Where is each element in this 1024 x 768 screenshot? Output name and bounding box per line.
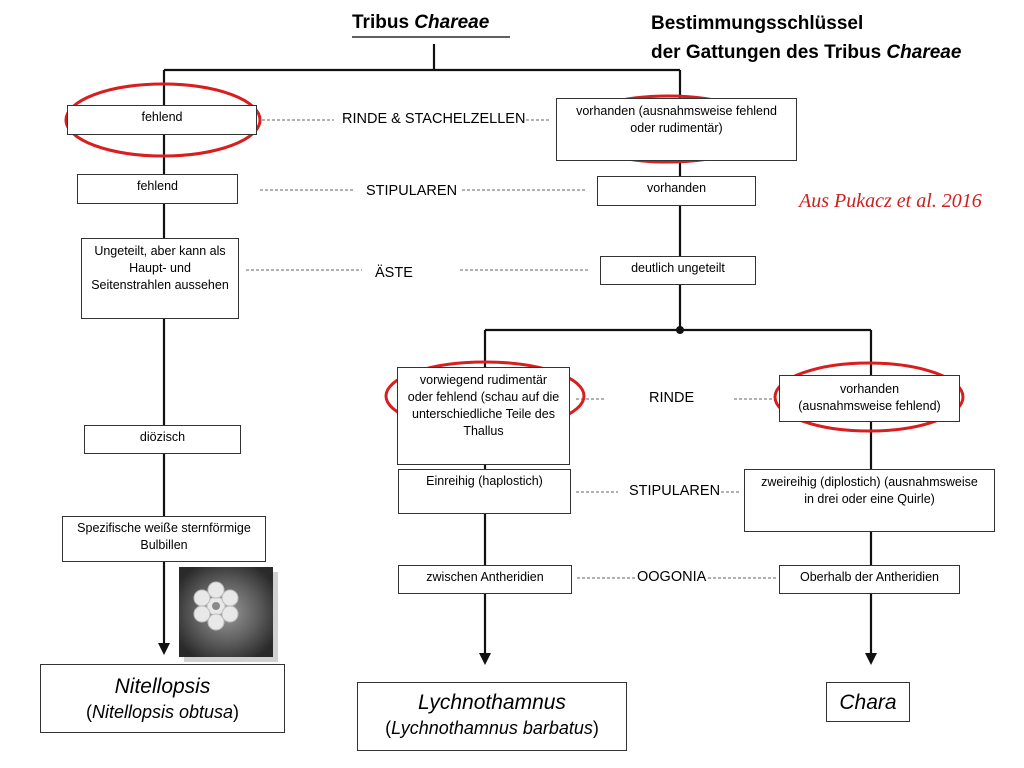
left-aeste-box: Ungeteilt, aber kann als Haupt- und Seit… [81, 238, 239, 319]
taxon-lychnothamnus-name: Lychnothamnus [418, 691, 566, 714]
source-citation: Aus Pukacz et al. 2016 [799, 190, 982, 212]
taxon-chara: Chara [826, 682, 910, 722]
left-bulbillen-box: Spezifische weiße sternförmige Bulbillen [62, 516, 266, 562]
left-stipularen-box: fehlend [77, 174, 238, 204]
taxon-nitellopsis-name: Nitellopsis [114, 675, 211, 698]
key-heading-line1: Bestimmungsschlüssel [651, 13, 864, 34]
taxon-lychnothamnus: Lychnothamnus (Lychnothamnus barbatus) [357, 682, 627, 751]
left-rinde-box: fehlend [67, 105, 257, 135]
right-rinde-box: vorhanden (ausnahmsweise fehlend oder ru… [556, 98, 797, 161]
key-heading: Bestimmungsschlüssel der Gattungen des T… [651, 9, 961, 67]
far-rinde-box: vorhanden (ausnahmsweise fehlend) [779, 375, 960, 422]
right-aeste-box: deutlich ungeteilt [600, 256, 756, 285]
far-stipularen-box: zweireihig (diplostich) (ausnahmsweise i… [744, 469, 995, 532]
taxon-lychnothamnus-species: (Lychnothamnus barbatus) [385, 718, 599, 738]
criterion-oogonia: OOGONIA [637, 569, 707, 585]
mid-rinde-box: vorwiegend rudimentär oder fehlend (scha… [397, 367, 570, 465]
taxon-nitellopsis: Nitellopsis (Nitellopsis obtusa) [40, 664, 285, 733]
left-dioezisch-box: diözisch [84, 425, 241, 454]
bulbillen-photo [179, 567, 278, 662]
mid-stipularen-box: Einreihig (haplostich) [398, 469, 571, 514]
criterion-rinde-stachelzellen: RINDE & STACHELZELLEN [342, 111, 526, 127]
criterion-rinde: RINDE [649, 390, 695, 406]
criterion-stipularen: STIPULAREN [366, 183, 458, 199]
key-heading-line2: der Gattungen des Tribus Chareae [651, 42, 962, 63]
right-stipularen-box: vorhanden [597, 176, 756, 206]
far-oogonia-box: Oberhalb der Antheridien [779, 565, 960, 594]
taxon-nitellopsis-species: (Nitellopsis obtusa) [85, 702, 240, 722]
taxon-chara-name: Chara [839, 691, 897, 714]
criterion-stipularen-2: STIPULAREN [629, 483, 721, 499]
page-title: Tribus Chareae [352, 12, 490, 33]
mid-oogonia-box: zwischen Antheridien [398, 565, 572, 594]
criterion-aeste: ÄSTE [375, 265, 413, 281]
